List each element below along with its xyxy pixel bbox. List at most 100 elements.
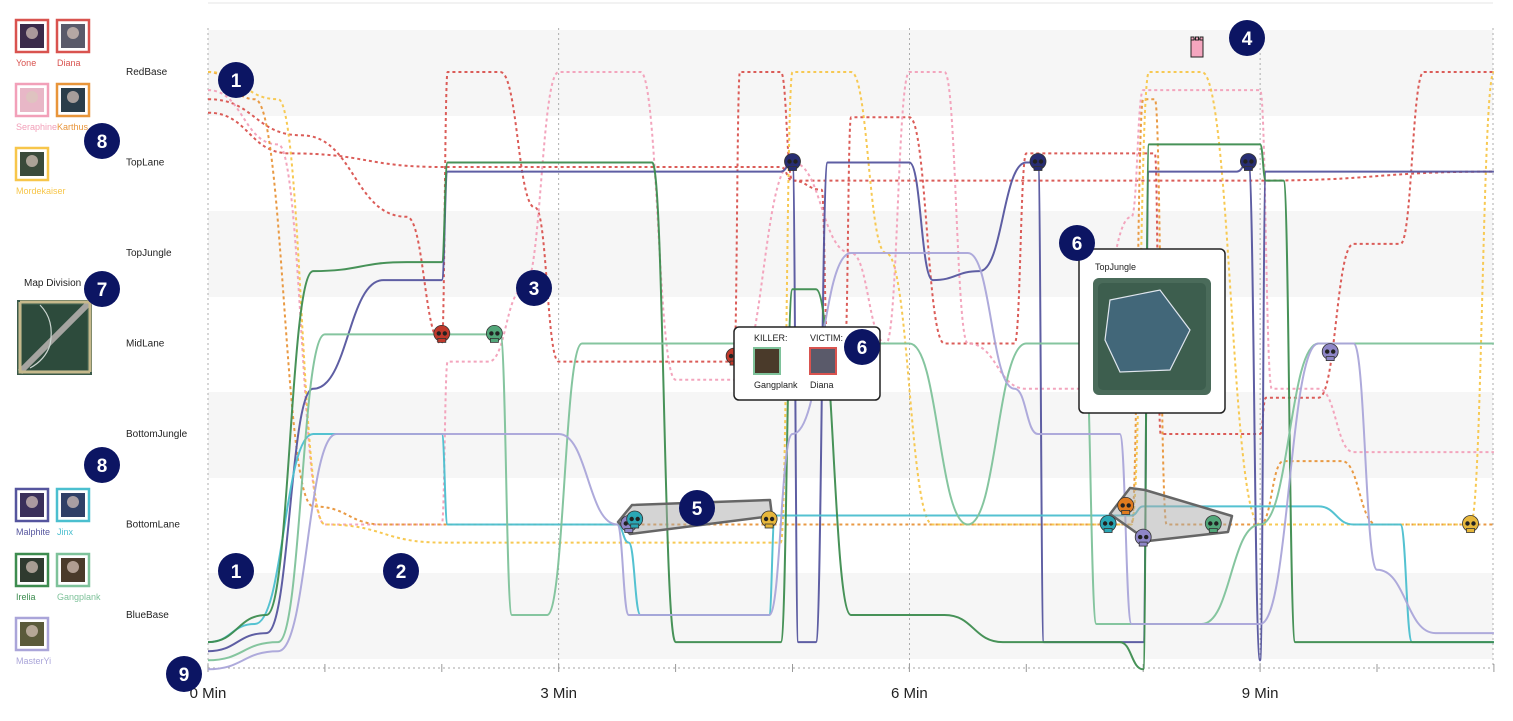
tower-merlon xyxy=(1195,36,1199,41)
champion-masteryi[interactable]: MasterYi xyxy=(14,616,51,666)
skull-eye xyxy=(629,516,634,522)
skull-jaw xyxy=(437,337,447,343)
grid-lines xyxy=(207,28,1494,668)
tower-merlon xyxy=(1199,36,1204,41)
champion-yone[interactable]: Yone xyxy=(14,18,50,68)
champion-face xyxy=(26,561,38,573)
callout-4: 4 xyxy=(1229,20,1265,56)
skull-icon xyxy=(760,510,778,529)
skull-eye xyxy=(1138,534,1143,540)
callout-8: 8 xyxy=(84,123,120,159)
champion-face xyxy=(67,561,79,573)
skull-eye xyxy=(442,331,447,336)
callout-circle xyxy=(218,62,254,98)
skull-icon xyxy=(1204,515,1222,533)
skull-icon xyxy=(433,324,451,343)
callout-6: 6 xyxy=(844,329,880,365)
callout-7: 7 xyxy=(84,271,120,307)
skull-eye xyxy=(489,331,494,336)
callout-9: 9 xyxy=(166,656,202,692)
champion-name: Diana xyxy=(57,58,81,68)
killer-name: Gangplank xyxy=(754,380,798,390)
skull-icon xyxy=(1462,515,1479,533)
skull-icon xyxy=(784,153,801,171)
skull-icon xyxy=(1099,515,1117,533)
callout-1: 1 xyxy=(218,553,254,589)
callout-number: 1 xyxy=(231,562,242,583)
skull-eye xyxy=(1032,159,1038,164)
skull-eye xyxy=(1465,521,1470,526)
lane-band xyxy=(208,573,1493,659)
skull-jaw xyxy=(1244,166,1253,171)
region-highlight xyxy=(1104,289,1191,373)
champion-karthus[interactable]: Karthus xyxy=(55,82,91,132)
callout-circle xyxy=(516,270,552,306)
champion-gangplank[interactable]: Gangplank xyxy=(55,552,101,602)
champion-face xyxy=(26,155,38,167)
skull-icon xyxy=(1240,153,1257,171)
skull-jaw xyxy=(1103,528,1113,533)
victim-label: VICTIM: xyxy=(810,333,843,343)
callout-number: 8 xyxy=(97,456,108,477)
x-tick-label: 3 Min xyxy=(540,685,577,702)
skull-eye xyxy=(1243,159,1248,164)
callout-circle xyxy=(844,329,880,365)
champion-name: MasterYi xyxy=(16,656,51,666)
champion-face xyxy=(67,27,79,39)
lane-label: MidLane xyxy=(126,339,165,350)
champion-name: Yone xyxy=(16,58,36,68)
champion-name: Jinx xyxy=(57,527,74,537)
champion-jinx[interactable]: Jinx xyxy=(55,487,91,537)
minimap-lane xyxy=(18,302,90,374)
tower-merlon xyxy=(1190,36,1195,41)
tooltip-box xyxy=(733,326,881,401)
champion-irelia[interactable]: Irelia xyxy=(14,552,50,602)
callout-number: 2 xyxy=(396,562,407,583)
champion-mordekaiser[interactable]: Mordekaiser xyxy=(14,146,66,196)
lane-label: BottomJungle xyxy=(126,429,188,440)
killer-label: KILLER: xyxy=(754,333,788,343)
lane-label: RedBase xyxy=(126,67,168,78)
champion-name: Karthus xyxy=(57,122,89,132)
lane-label: BottomLane xyxy=(126,520,180,531)
champion-diana[interactable]: Diana xyxy=(55,18,91,68)
series-line-karthus xyxy=(207,71,1494,526)
callout-number: 4 xyxy=(1242,29,1253,50)
callout-5: 5 xyxy=(679,490,715,526)
callout-number: 5 xyxy=(692,499,703,520)
champion-face xyxy=(26,91,38,103)
skull-eye xyxy=(1144,534,1149,540)
skull-eye xyxy=(1249,159,1254,164)
callout-3: 3 xyxy=(516,270,552,306)
victim-portrait xyxy=(809,347,837,375)
champion-malphite[interactable]: Malphite xyxy=(14,487,50,537)
skull-jaw xyxy=(788,166,797,171)
callout-1: 1 xyxy=(218,62,254,98)
skull-eye xyxy=(1471,521,1476,526)
skull-eye xyxy=(728,353,734,359)
tower-body xyxy=(1190,38,1204,58)
tower-icon xyxy=(1190,36,1204,58)
callout-number: 8 xyxy=(97,132,108,153)
skull-eye xyxy=(769,516,775,522)
champion-face xyxy=(26,496,38,508)
skull-icon xyxy=(1029,153,1047,171)
skull-eye xyxy=(1038,159,1044,164)
skull-jaw xyxy=(624,528,634,533)
skull-jaw xyxy=(1121,509,1131,515)
callout-number: 9 xyxy=(179,665,190,686)
lane-label: TopJungle xyxy=(126,248,172,259)
skull-eye xyxy=(1126,503,1131,508)
skull-jaw xyxy=(630,523,640,529)
champion-seraphine[interactable]: Seraphine xyxy=(14,82,57,132)
callout-circle xyxy=(166,656,202,692)
lane-labels: RedBaseTopLaneTopJungleMidLaneBottomJung… xyxy=(126,67,188,621)
skull-icon xyxy=(1321,343,1339,362)
series-line-seraphine xyxy=(207,70,1494,526)
champion-name: Gangplank xyxy=(57,592,101,602)
